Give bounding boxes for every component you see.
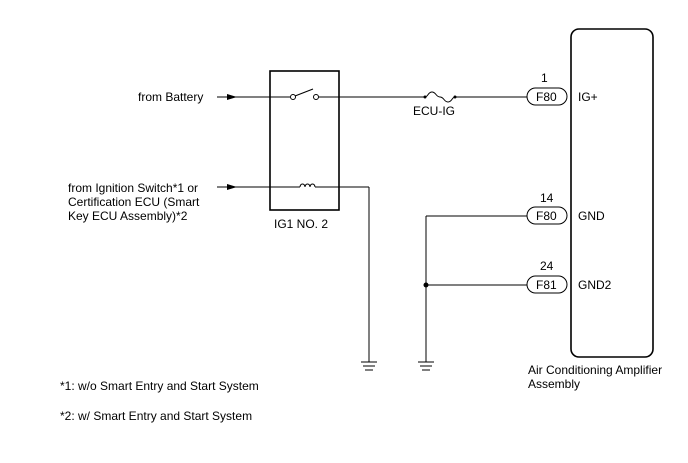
connector-f80-label-1: F80	[536, 90, 557, 104]
note-2: *2: w/ Smart Entry and Start System	[60, 409, 252, 423]
relay-contact-left	[290, 94, 296, 100]
terminal-gnd2: GND2	[578, 278, 612, 292]
relay-label: IG1 NO. 2	[274, 217, 328, 231]
ground-symbol-amplifier	[418, 361, 434, 371]
connector-f81-label-24: F81	[536, 278, 557, 292]
relay-contact-right	[313, 94, 319, 100]
splice-point	[423, 282, 429, 288]
relay-coil	[299, 183, 316, 188]
pin-14-number: 14	[540, 191, 554, 205]
relay-switch-arm	[294, 88, 314, 97]
fuse-ecu-ig	[424, 91, 456, 103]
from-ignition-label-line2: Certification ECU (Smart	[68, 195, 200, 209]
amplifier-box	[570, 28, 654, 358]
ground-symbol-relay	[361, 361, 377, 371]
connector-f80-label-14: F80	[536, 209, 557, 223]
from-ignition-label-line3: Key ECU Assembly)*2	[68, 209, 188, 223]
connector-f80-pin1	[526, 87, 568, 106]
fuse-terminal-left	[423, 95, 427, 99]
relay-box	[269, 70, 340, 211]
amplifier-label-line1: Air Conditioning Amplifier	[528, 363, 662, 377]
from-ignition-label-line1: from Ignition Switch*1 or	[68, 181, 198, 195]
pin-1-number: 1	[541, 71, 548, 85]
amplifier-label-line2: Assembly	[528, 377, 580, 391]
fuse-label: ECU-IG	[413, 104, 455, 118]
from-battery-label: from Battery	[138, 90, 203, 104]
terminal-ig-plus: IG+	[578, 90, 598, 104]
terminal-gnd: GND	[578, 209, 605, 223]
connector-f80-pin14	[526, 206, 568, 225]
ignition-arrow	[227, 184, 237, 190]
connector-f81-pin24	[526, 275, 568, 294]
pin-24-number: 24	[540, 259, 554, 273]
battery-arrow	[227, 94, 237, 100]
note-1: *1: w/o Smart Entry and Start System	[60, 379, 259, 393]
